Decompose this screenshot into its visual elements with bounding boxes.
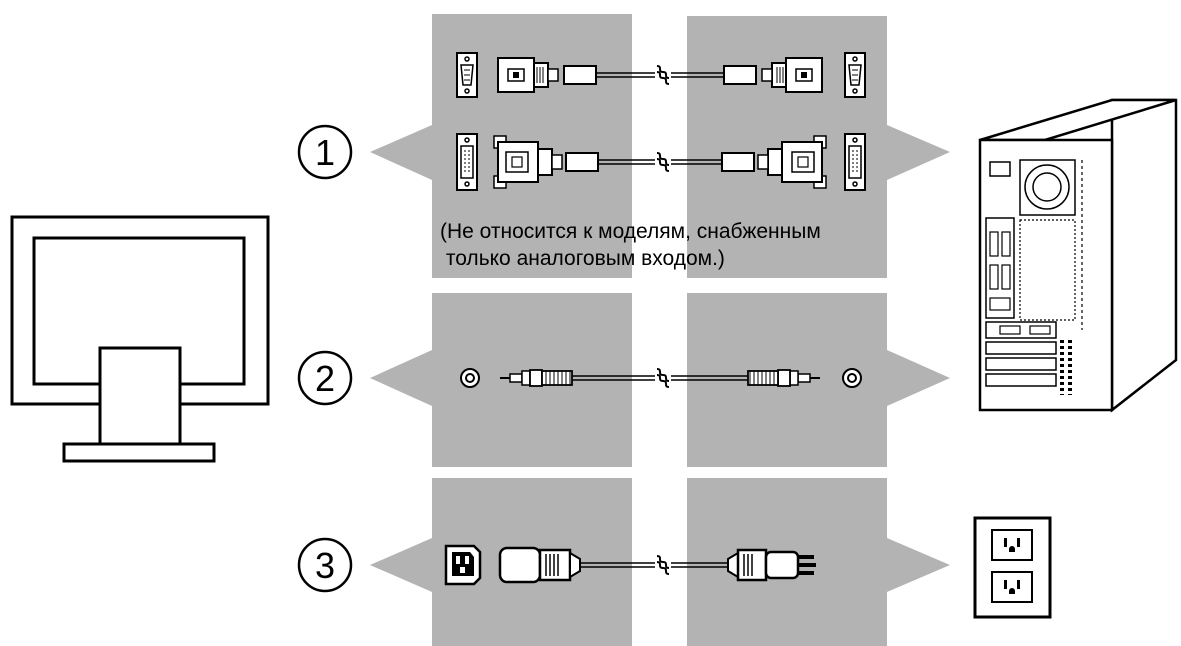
step-2-badge [297,350,353,406]
dvi-cable [456,133,866,191]
step-3-group: 3 [297,537,816,593]
panel-pointer-left-2 [370,350,432,406]
panel-pointer-left-3 [370,538,432,592]
dvi-port-pc-icon [844,133,866,191]
power-plug-left-icon [498,546,581,584]
dvi-port-monitor-icon [456,133,478,191]
step-1-badge [297,124,353,180]
cable-break-icon [656,152,670,172]
vga-port-pc-icon [844,52,866,98]
panel-pointer-right-2 [887,350,950,406]
pc-tower-icon [978,98,1178,413]
panel-pointer-right-3 [887,538,950,592]
wall-outlet-icon [973,516,1052,619]
power-cable [444,544,816,586]
step-3-badge [297,537,353,593]
step-1-group: 1 [297,52,866,191]
step-2-group: 2 [297,350,862,406]
panel-pointer-left-1 [370,125,432,180]
cable-break-icon [656,65,670,85]
note-line-2: только аналоговым входом.) [440,247,725,270]
power-plug-right-icon [727,548,816,582]
cable-break-icon [656,555,670,575]
vga-cable [456,52,866,98]
audio-jack-monitor-icon [460,368,480,388]
panel-pointer-right-1 [887,125,950,180]
audio-cable [460,368,862,388]
cable-break-icon [656,368,670,388]
vga-port-monitor-icon [456,52,478,98]
monitor-back-icon [10,215,270,463]
step-3-number: 3 [315,545,335,586]
analog-only-note: (Не относится к моделям, снабженным толь… [440,218,910,272]
note-line-1: (Не относится к моделям, снабженным [440,220,821,243]
power-inlet-monitor-icon [444,544,482,586]
step-2-number: 2 [315,358,335,399]
step-1-number: 1 [315,132,335,173]
audio-jack-pc-icon [842,368,862,388]
